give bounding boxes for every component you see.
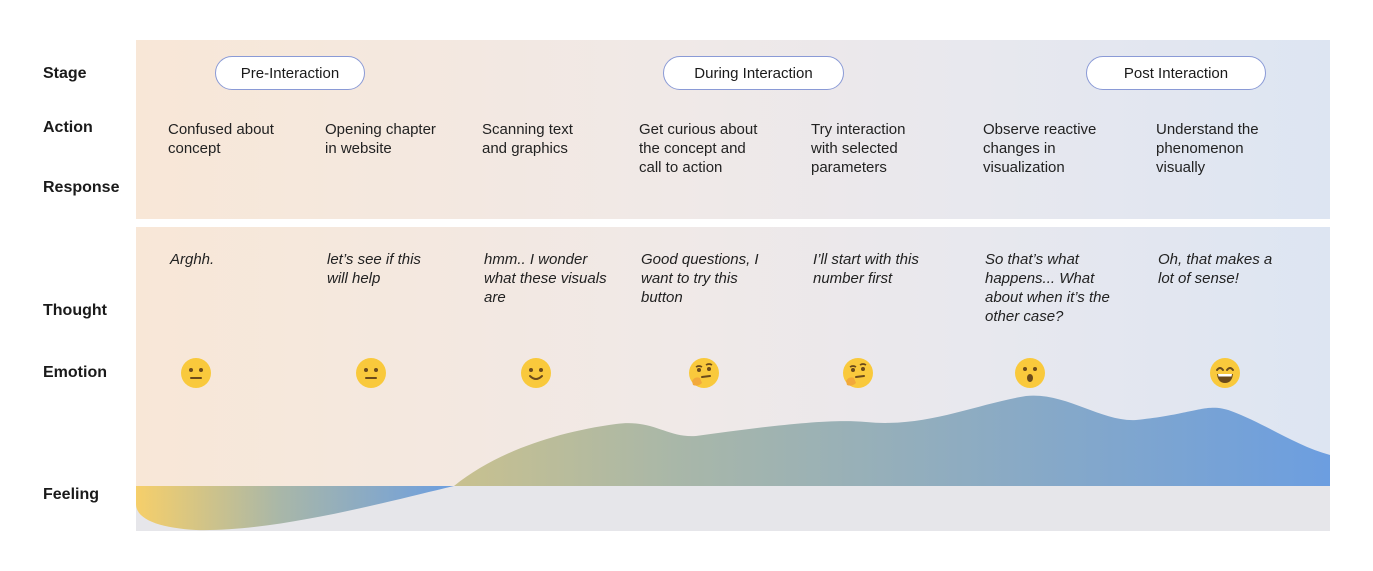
thinking-face-icon xyxy=(842,357,874,389)
step-action-text: Confused about concept xyxy=(168,121,274,157)
feeling-negative-area xyxy=(136,486,454,531)
step-thought-text: hmm.. I wonder what these visuals are xyxy=(484,251,607,306)
row-label-action: Action xyxy=(43,119,93,136)
step-action-text: Try interaction with selected parameters xyxy=(811,121,906,176)
step-thought-text: let’s see if this will help xyxy=(327,251,421,287)
thinking-face-icon xyxy=(688,357,720,389)
step-thought-text: Arghh. xyxy=(170,251,215,268)
neutral-face-icon xyxy=(355,357,387,389)
neutral-face-icon xyxy=(180,357,212,389)
row-label-feeling: Feeling xyxy=(43,486,100,503)
stage-pill-post-interaction: Post Interaction xyxy=(1086,56,1266,90)
feeling-area xyxy=(136,395,1330,486)
row-label-thought: Thought xyxy=(43,302,107,319)
row-label-response: Response xyxy=(43,179,120,196)
step-thought-text: Oh, that makes a lot of sense! xyxy=(1158,251,1273,287)
stage-pill-pre-interaction: Pre-Interaction xyxy=(215,56,365,90)
surprised-face-icon xyxy=(1014,357,1046,389)
slight-smile-icon xyxy=(520,357,552,389)
row-label-stage: Stage xyxy=(43,65,87,82)
step-action-text: Observe reactive changes in visualizatio… xyxy=(983,121,1097,176)
feeling-curve-chart xyxy=(136,395,1330,531)
step-action-text: Get curious about the concept and call t… xyxy=(639,121,758,176)
stage-pill-during-interaction: During Interaction xyxy=(663,56,844,90)
step-thought-text: I’ll start with this number first xyxy=(813,251,919,287)
row-label-emotion: Emotion xyxy=(43,364,107,381)
step-action-text: Scanning text and graphics xyxy=(482,121,573,157)
grinning-face-icon xyxy=(1209,357,1241,389)
step-action-text: Understand the phenomenon visually xyxy=(1156,121,1259,176)
step-thought-text: Good questions, I want to try this butto… xyxy=(641,251,759,306)
step-thought-text: So that’s what happens... What about whe… xyxy=(985,251,1110,325)
step-action-text: Opening chapter in website xyxy=(325,121,436,157)
